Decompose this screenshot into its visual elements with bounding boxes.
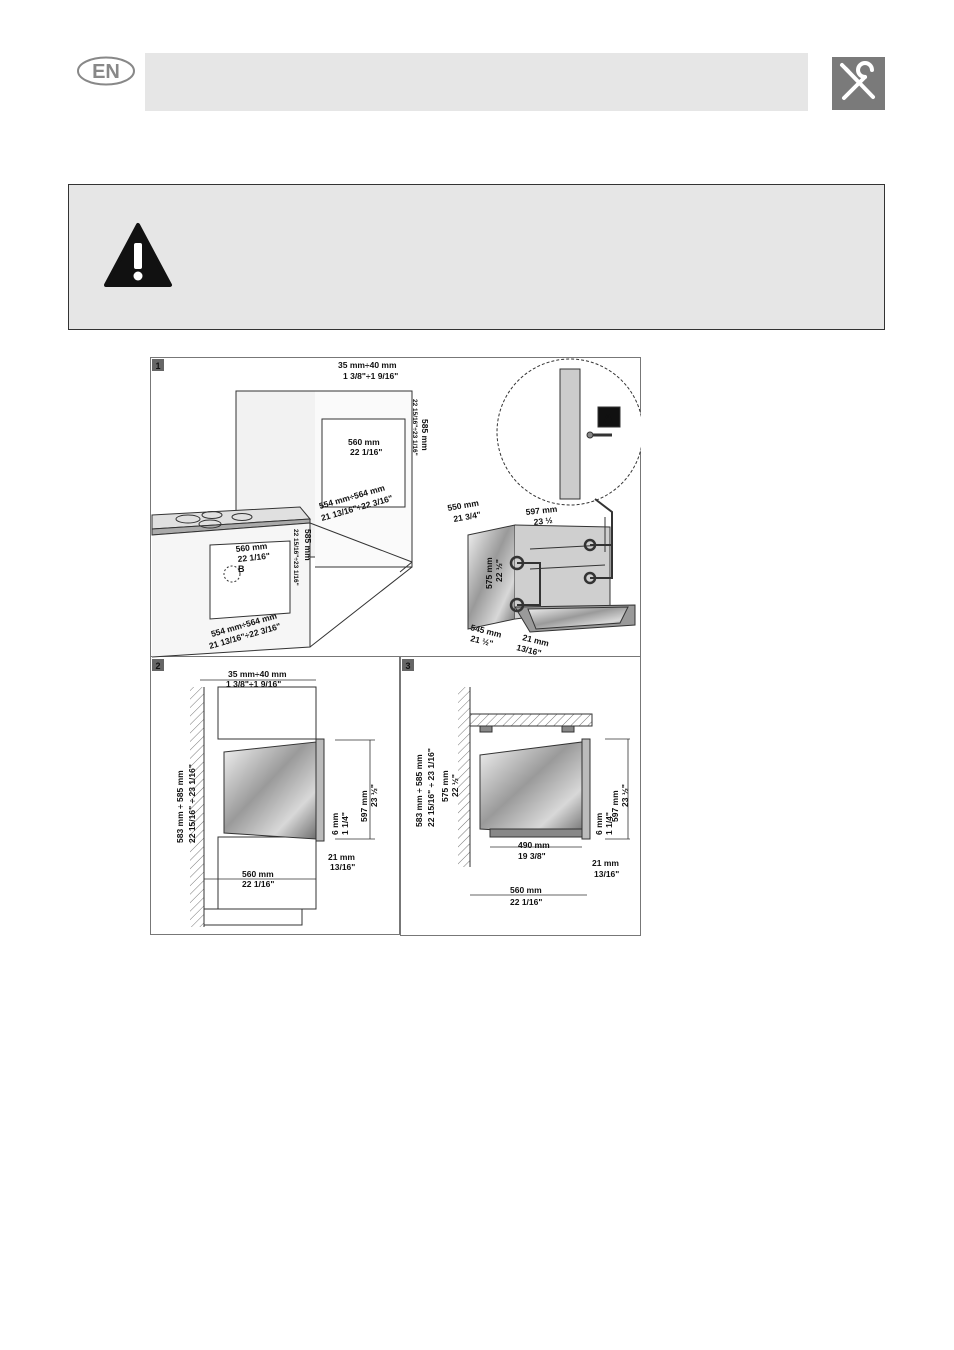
p1-lower-niche-mm: 585 mm <box>303 529 313 561</box>
p1-oven-depth-in: 21 3/4" <box>453 509 482 524</box>
p2-panel-in: 13/16" <box>330 862 355 872</box>
p3-niche-in: 22 15/16" ÷ 23 1/16" <box>426 748 436 827</box>
panel-number-1: 1 <box>155 361 160 371</box>
callout-a: A <box>603 410 613 426</box>
panel-1-oven <box>467 498 636 633</box>
p2-niche-mm: 583 mm ÷ 585 mm <box>175 770 185 843</box>
language-badge: EN <box>77 56 135 86</box>
p3-six-in: 1 1/4" <box>604 812 614 835</box>
warning-triangle-icon <box>104 223 172 287</box>
callout-b: B <box>238 564 245 574</box>
p3-base-mm: 490 mm <box>518 840 550 850</box>
panel-number-3: 3 <box>405 661 410 671</box>
p2-w-mm: 560 mm <box>242 869 274 879</box>
p3-panel-mm: 21 mm <box>592 858 619 868</box>
p1-niche-h-mm: 585 mm <box>420 419 430 451</box>
p1-oven-h-in: 22 ½" <box>494 559 504 582</box>
p3-inner-mm: 575 mm <box>440 770 450 802</box>
p3-niche-mm: 583 mm ÷ 585 mm <box>414 754 424 827</box>
header-bar <box>145 53 808 111</box>
p1-lower-width-mm: 560 mm <box>235 541 268 554</box>
panel-3-side-section <box>458 687 630 896</box>
p3-w-in: 22 1/16" <box>510 897 542 907</box>
p3-panel-in: 13/16" <box>594 869 619 879</box>
p1-gap-mm: 35 mm÷40 mm <box>338 360 397 370</box>
p1-width-in: 22 1/16" <box>350 447 382 457</box>
zoom-detail-a <box>496 358 641 506</box>
p1-lower-niche-in: 22 15/16"÷23 1/16" <box>292 529 299 586</box>
panel-3-labels: 583 mm ÷ 585 mm 22 15/16" ÷ 23 1/16" 575… <box>414 748 630 907</box>
p1-width-mm: 560 mm <box>348 437 380 447</box>
p3-six-mm: 6 mm <box>594 812 604 835</box>
p2-six-mm: 6 mm <box>330 812 340 835</box>
p2-w-in: 22 1/16" <box>242 879 274 889</box>
panel-2-labels: 35 mm÷40 mm 1 3/8"÷1 9/16" 583 mm ÷ 585 … <box>175 669 379 889</box>
installation-figure: 1 2 3 35 mm÷40 mm 1 3/8"÷1 9/16" 585 mm … <box>150 357 641 936</box>
p1-oven-w-in: 23 ½ <box>533 515 553 527</box>
p2-h-in: 23 ½" <box>369 784 379 807</box>
p1-gap-in: 1 3/8"÷1 9/16" <box>343 371 398 381</box>
panel-number-2: 2 <box>155 661 160 671</box>
p2-gap-mm: 35 mm÷40 mm <box>228 669 287 679</box>
p1-oven-w-mm: 597 mm <box>525 504 558 517</box>
p2-gap-in: 1 3/8"÷1 9/16" <box>226 679 281 689</box>
p1-oven-h-mm: 575 mm <box>484 557 494 589</box>
warning-box <box>68 184 885 330</box>
p2-niche-in: 22 15/16" ÷ 23 1/16" <box>187 764 197 843</box>
p3-w-mm: 560 mm <box>510 885 542 895</box>
p1-lower-width-in: 22 1/16" <box>237 551 270 564</box>
p3-base-in: 19 3/8" <box>518 851 546 861</box>
p3-h-in: 23 ½" <box>620 784 630 807</box>
p1-niche-h-in: 22 15/16"÷23 1/16" <box>411 399 418 456</box>
p2-h-mm: 597 mm <box>359 790 369 822</box>
panel-2-side-section <box>190 679 375 927</box>
p3-h-mm: 597 mm <box>610 790 620 822</box>
p3-inner-in: 22 ½" <box>450 774 460 797</box>
panel-1-kitchen-install <box>151 390 413 658</box>
wrench-screwdriver-icon <box>832 57 885 110</box>
language-label: EN <box>92 61 120 83</box>
p2-panel-mm: 21 mm <box>328 852 355 862</box>
p2-six-in: 1 1/4" <box>340 812 350 835</box>
